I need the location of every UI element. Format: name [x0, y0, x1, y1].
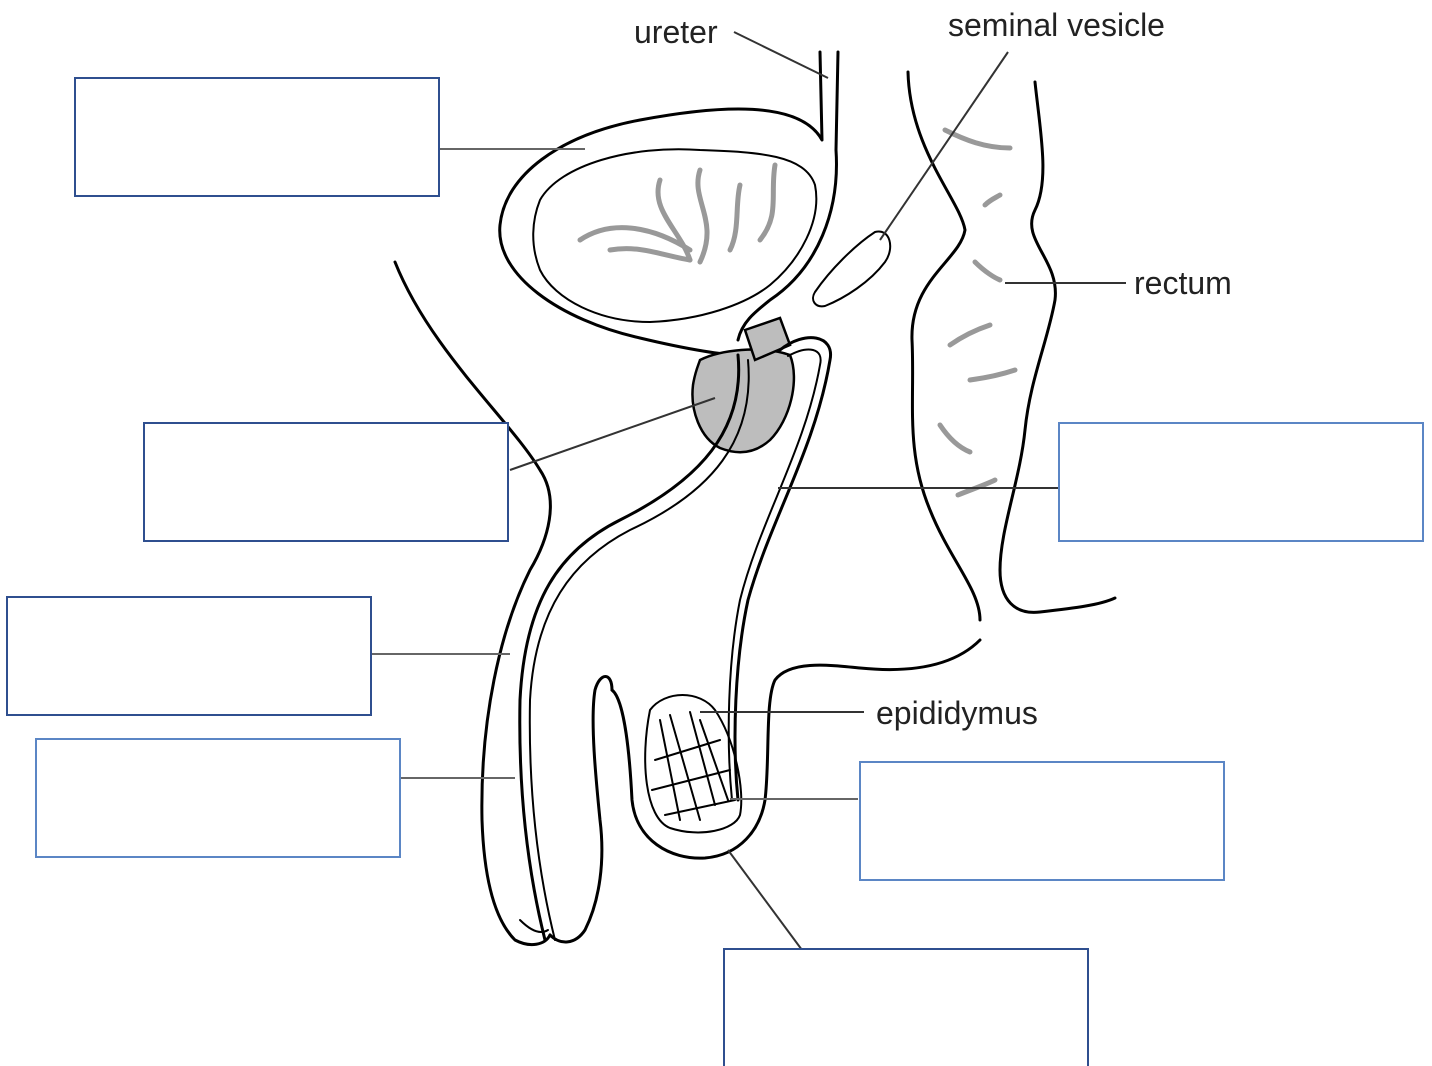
label-seminal-vesicle-text: seminal vesicle: [948, 7, 1165, 43]
label-ureter-text: ureter: [634, 14, 718, 50]
answer-box-testis[interactable]: [859, 761, 1225, 881]
answer-box-prostate[interactable]: [143, 422, 509, 542]
penis: [395, 262, 612, 945]
leader-prostate: [510, 398, 715, 470]
label-rectum: rectum: [1005, 265, 1232, 301]
leader-scrotum: [728, 850, 802, 950]
answer-box-bladder[interactable]: [74, 77, 440, 197]
answer-box-sperm-duct[interactable]: [1058, 422, 1424, 542]
label-epididymus-text: epididymus: [876, 695, 1038, 731]
answer-box-penis[interactable]: [6, 596, 372, 716]
testis: [645, 695, 741, 832]
label-rectum-text: rectum: [1134, 265, 1232, 301]
answer-box-scrotum[interactable]: [723, 948, 1089, 1066]
label-epididymus: epididymus: [700, 695, 1038, 731]
label-ureter: ureter: [634, 14, 828, 78]
seminal-vesicle: [813, 231, 890, 306]
label-seminal-vesicle: seminal vesicle: [880, 7, 1165, 240]
bladder: [500, 52, 838, 355]
answer-box-urethra[interactable]: [35, 738, 401, 858]
